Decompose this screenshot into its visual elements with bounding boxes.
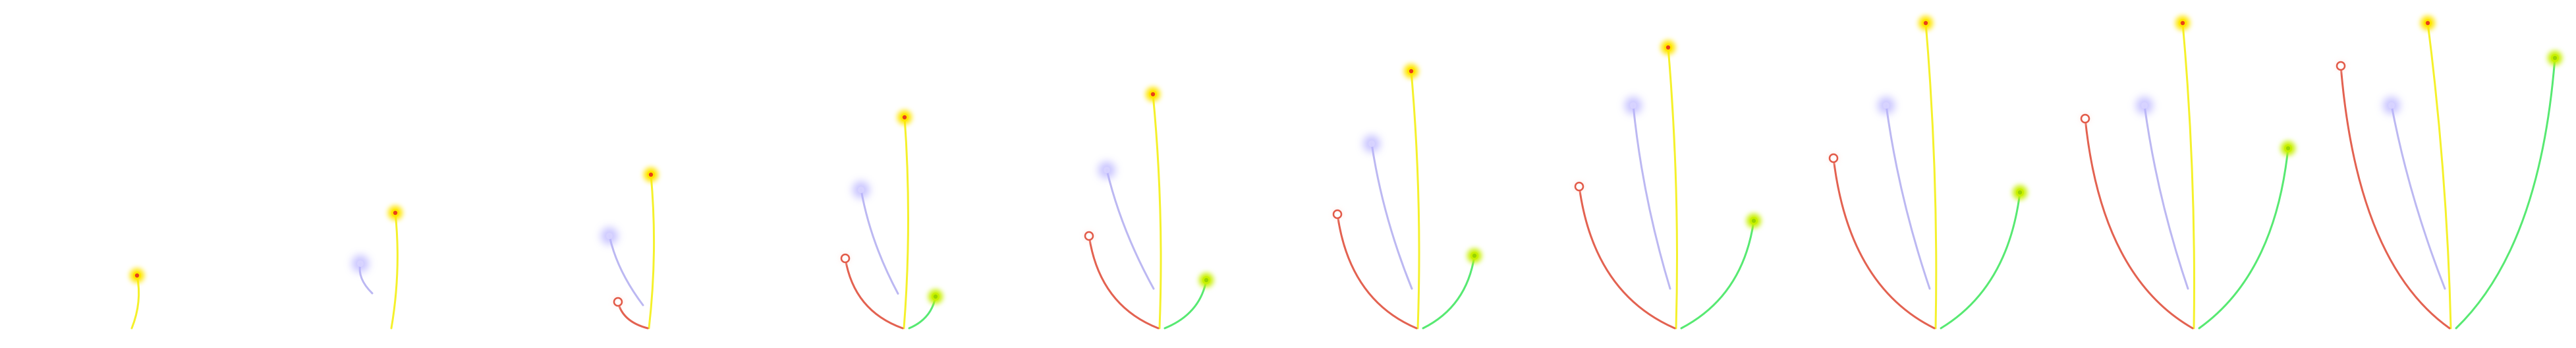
- frame-9: [2080, 16, 2295, 330]
- stem-red: [1578, 185, 1676, 330]
- stem-yellow: [2426, 22, 2452, 330]
- spark-core: [1923, 20, 1928, 26]
- lavender-core: [1883, 102, 1890, 109]
- spark-core: [1472, 253, 1477, 258]
- stem-yellow: [1924, 22, 1938, 330]
- ring-head: [613, 297, 623, 307]
- lavender-core: [2141, 102, 2148, 109]
- lavender-core: [357, 260, 364, 267]
- ring-head: [1828, 153, 1839, 163]
- lavender-core: [858, 187, 864, 193]
- stem-green: [1163, 279, 1208, 330]
- stem-green: [1680, 219, 1755, 330]
- spark-core: [393, 210, 398, 216]
- spark-core: [1204, 277, 1209, 283]
- frame-3: [601, 167, 658, 330]
- spark-core: [1409, 69, 1414, 74]
- stem-yellow: [390, 212, 399, 330]
- ring-head: [2336, 61, 2346, 71]
- lavender-core: [2388, 102, 2395, 109]
- spark-core: [2285, 146, 2291, 151]
- spark-core: [648, 172, 654, 177]
- stem-green: [2198, 147, 2289, 330]
- stem-yellow: [1410, 70, 1420, 330]
- stem-yellow: [2181, 22, 2196, 330]
- stem-green: [1940, 191, 2021, 330]
- lavender-core: [1630, 102, 1637, 109]
- spark-core: [2017, 190, 2023, 195]
- spark-core: [1150, 92, 1156, 97]
- frame-6: [1332, 64, 1482, 330]
- ring-head: [1084, 231, 1094, 241]
- frame-5: [1084, 87, 1214, 330]
- stem-green: [2455, 57, 2556, 330]
- stem-red: [844, 257, 904, 330]
- spark-core: [933, 294, 938, 299]
- spark-core: [2180, 20, 2185, 26]
- stem-lavender: [1632, 104, 1671, 290]
- stem-green: [1422, 254, 1476, 330]
- ring-head: [2080, 113, 2090, 124]
- spark-core: [2552, 55, 2558, 61]
- stem-lavender: [1106, 169, 1155, 290]
- frame-4: [840, 110, 943, 330]
- frame-10: [2336, 16, 2562, 330]
- stem-red: [1088, 235, 1160, 330]
- stem-red: [1832, 157, 1936, 330]
- stem-yellow: [1667, 46, 1678, 330]
- frame-1: [130, 268, 144, 330]
- ring-head: [840, 253, 851, 264]
- stem-yellow: [130, 274, 140, 330]
- frame-7: [1574, 40, 1761, 330]
- lavender-core: [1368, 140, 1375, 147]
- stem-yellow: [903, 116, 909, 330]
- stem-yellow: [1152, 93, 1162, 330]
- stem-yellow: [648, 173, 656, 330]
- stem-red: [2084, 117, 2194, 330]
- stem-red: [2339, 65, 2451, 330]
- stem-lavender: [2390, 104, 2446, 290]
- spark-core: [902, 115, 907, 120]
- lavender-core: [606, 233, 613, 239]
- lavender-core: [1104, 167, 1110, 173]
- stem-lavender: [2143, 104, 2189, 290]
- frame-8: [1828, 16, 2027, 330]
- stem-lavender: [1370, 142, 1413, 290]
- spark-core: [134, 273, 140, 278]
- stem-lavender: [860, 188, 899, 295]
- frame-2: [352, 206, 403, 330]
- stem-lavender: [1885, 104, 1931, 290]
- spark-core: [1751, 218, 1756, 223]
- spark-core: [2425, 20, 2430, 26]
- ring-head: [1332, 209, 1343, 219]
- stem-lavender: [608, 235, 644, 306]
- ring-head: [1574, 181, 1584, 192]
- spark-core: [1666, 45, 1671, 50]
- stem-red: [1336, 213, 1418, 330]
